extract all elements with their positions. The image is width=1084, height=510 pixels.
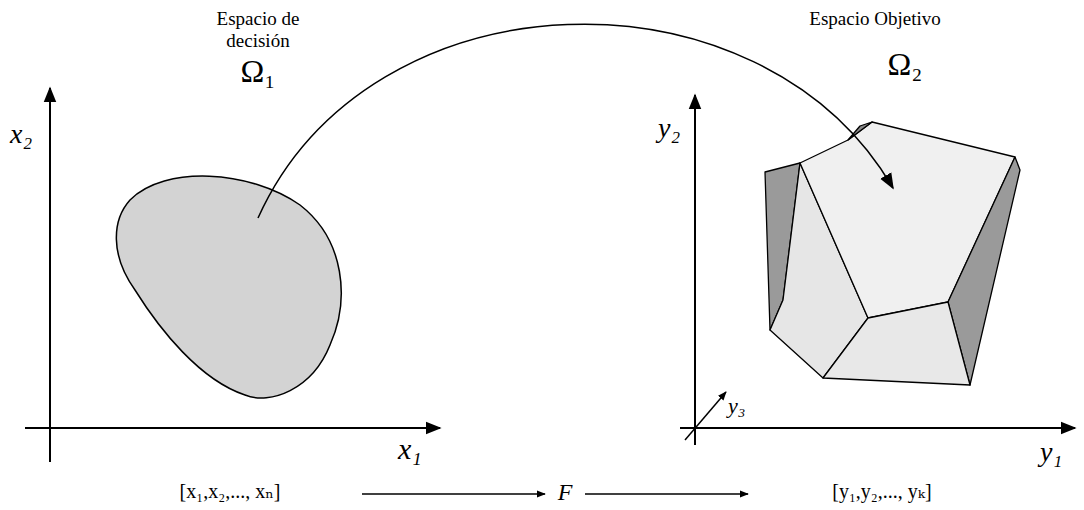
axis-label: y₃ (728, 393, 745, 418)
mapping-arrow (258, 24, 893, 218)
axis (694, 95, 696, 445)
axis-label: y₁ (1040, 436, 1062, 468)
space-title: Espacio de decisión (203, 8, 313, 52)
space-symbol: Ω₁ (241, 53, 276, 90)
axis-label: x₁ (398, 432, 422, 467)
space-symbol: Ω₂ (888, 46, 923, 83)
axis (25, 427, 440, 429)
axis-label: x₂ (10, 118, 32, 150)
space-title: Espacio Objetivo (809, 8, 940, 30)
map-arrow (362, 493, 545, 494)
decision-region (116, 176, 341, 398)
axis (685, 392, 726, 440)
axis (680, 427, 1075, 429)
vector-text: [y₁,y₂,..., yₖ] (832, 480, 932, 503)
objective-polyhedron (765, 122, 1020, 385)
function-symbol: F (558, 479, 573, 507)
axis-label: y₂ (658, 112, 680, 144)
axis (49, 88, 51, 462)
vector-text: [x₁,x₂,..., xₙ] (180, 480, 281, 503)
map-arrow (585, 493, 748, 494)
